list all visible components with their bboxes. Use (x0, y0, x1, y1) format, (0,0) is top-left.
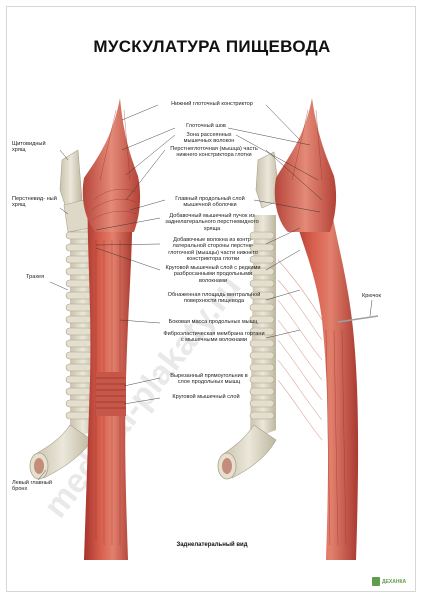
right-esophagus-figure (217, 98, 379, 560)
label-inferior-pharyngeal-constrictor: Нижний глоточный констриктор (171, 101, 253, 107)
label-accessory-muscle-bundle: Добавочный мышечный пучок из заднелатера… (165, 213, 259, 232)
left-trachea (65, 215, 96, 440)
label-circular-layer-sparse: Круговой мышечный слой с редкими разброс… (165, 265, 261, 284)
right-fibroelastic-membrane (277, 259, 323, 441)
label-lateral-longitudinal-mass: Боковая масса продольных мышц (168, 319, 258, 325)
label-cut-rectangle: Вырезанный прямоугольник в слое продольн… (170, 373, 248, 386)
label-fibroelastic-membrane: Фиброэластическая мембрана гортани с мыш… (163, 331, 265, 344)
right-esophagus (290, 200, 359, 560)
right-bronchus (217, 424, 277, 480)
label-scattered-fibers-zone: Зона рассеянных мышечных волокон (183, 132, 235, 145)
poster-frame (6, 6, 416, 592)
label-cricoid-cartilage: Перстневид- ный хрящ (12, 196, 57, 209)
view-caption: Заднелатеральный вид (176, 542, 248, 548)
label-hook: Крючок (362, 293, 381, 299)
label-pharyngeal-raphe: Глоточный шов (186, 123, 226, 129)
hook-instrument (337, 315, 379, 323)
label-trachea: Трахея (26, 274, 45, 280)
right-pharynx (274, 98, 337, 232)
poster-title: МУСКУЛАТУРА ПИЩЕВОДА (93, 37, 331, 56)
right-thyroid-cartilage (255, 151, 281, 209)
left-bronchus (29, 424, 93, 480)
right-trachea (249, 215, 276, 440)
label-cricopharyngeal-part: Перстнеглоточная (мышца) часть нижнего к… (170, 146, 258, 159)
left-cut-rectangle (96, 372, 126, 416)
label-circular-muscle-layer: Круговой мышечный слой (172, 394, 240, 400)
logo-icon (372, 577, 380, 586)
label-accessory-fibers: Добавочные волокна из контр- латеральной… (168, 237, 258, 263)
label-left-main-bronchus: Левый главный бронх (12, 480, 52, 493)
left-esophagus-figure (29, 98, 141, 560)
label-thyroid-cartilage: Щитовидный хрящ (12, 141, 46, 154)
leader-lines (37, 104, 373, 481)
label-bare-area: Обнаженная площадь вентральной поверхнос… (167, 292, 261, 305)
label-main-longitudinal-layer: Главный продольный слой мышечной оболочк… (175, 196, 245, 209)
publisher-logo: ДЕХАНКА (382, 579, 407, 585)
left-pharynx (82, 98, 141, 232)
left-thyroid-cartilage (59, 149, 83, 209)
